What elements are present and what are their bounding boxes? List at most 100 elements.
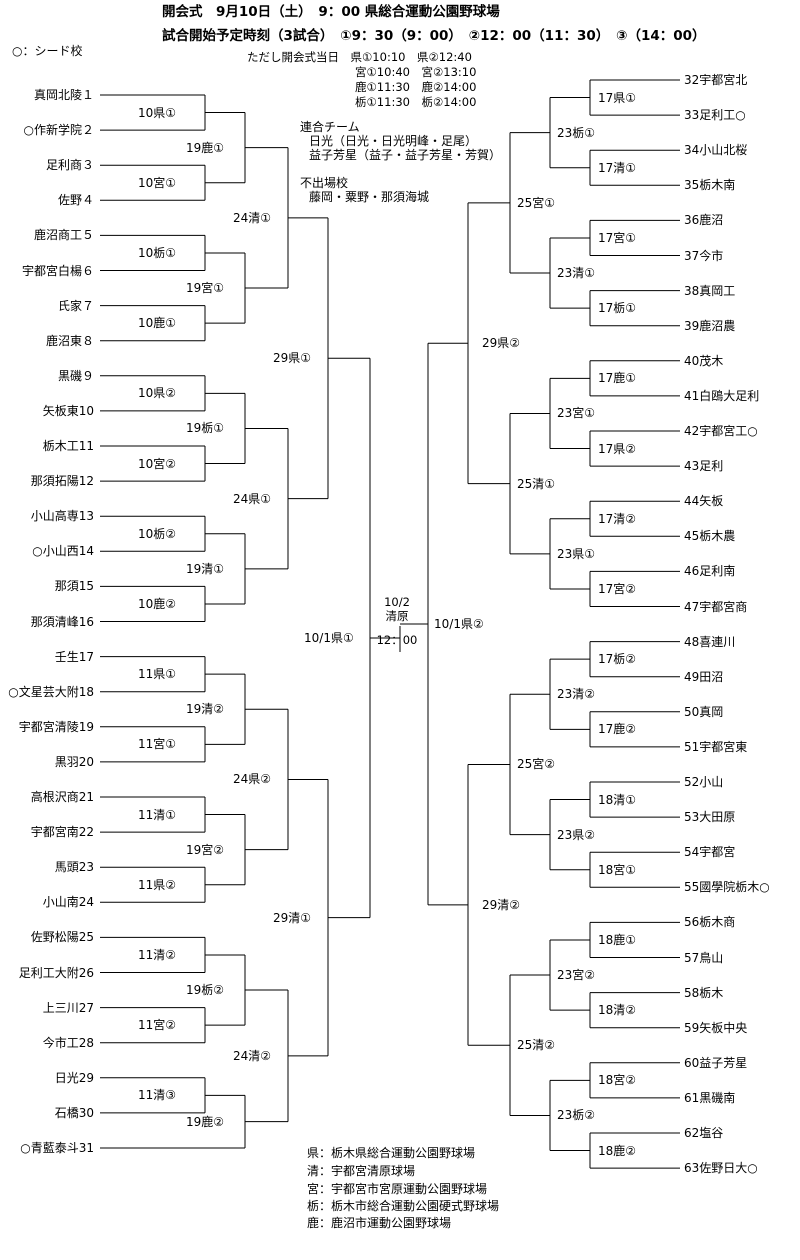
team-name: 黒羽20 <box>54 754 94 769</box>
game-label: 11県① <box>138 667 177 682</box>
team-name: 小山高専13 <box>30 509 94 524</box>
game-label: 18鹿① <box>598 932 637 947</box>
team-name: 那須15 <box>54 579 94 594</box>
team-name: 高根沢商21 <box>30 790 94 804</box>
game-label: 11県② <box>138 877 177 892</box>
team-name: 真岡北陵１ <box>33 88 94 102</box>
game-label: 18清① <box>598 792 637 807</box>
game-label: 25清② <box>517 1038 556 1053</box>
team-name: 馬頭23 <box>54 860 94 875</box>
game-label: 24県① <box>233 491 272 506</box>
team-name: 黒磯９ <box>57 368 94 383</box>
team-name: 佐野４ <box>57 193 94 208</box>
game-label: 10宮② <box>138 456 177 471</box>
team-name: ○青藍泰斗31 <box>20 1141 94 1155</box>
team-name: 55國學院栃木○ <box>684 880 770 895</box>
team-name: 42宇都宮工○ <box>684 424 758 438</box>
team-name: 矢板東10 <box>42 403 94 418</box>
team-name: 54宇都宮 <box>684 845 736 860</box>
game-label: 25清① <box>517 476 556 491</box>
game-label: 23宮② <box>557 968 596 983</box>
game-label: 10鹿① <box>138 316 177 331</box>
game-label: 19栃② <box>186 983 225 998</box>
game-label: 19鹿② <box>186 1114 225 1129</box>
game-label: 29清② <box>482 897 521 912</box>
game-label: 11清② <box>138 947 177 962</box>
team-name: 石橋30 <box>54 1105 94 1120</box>
game-label: 10栃① <box>138 245 177 260</box>
game-label: 17宮② <box>598 581 637 596</box>
team-name: 日光29 <box>54 1070 94 1085</box>
team-name: 56栃木商 <box>684 915 736 930</box>
team-name: 宇都宮清陵19 <box>18 719 94 734</box>
game-label: 10県① <box>138 105 177 120</box>
final-date: 10/2 <box>384 595 410 609</box>
team-name: 52小山 <box>684 775 724 789</box>
game-label: 23宮① <box>557 406 596 421</box>
game-label: 23県① <box>557 546 596 561</box>
game-label: 17清② <box>598 511 637 526</box>
team-name: 佐野松陽25 <box>30 930 94 945</box>
team-name: 38真岡工 <box>684 283 736 298</box>
game-label: 23県② <box>557 827 596 842</box>
opening-ceremony-line: 開会式 9月10日（土） 9：00 県総合運動公園野球場 <box>162 4 500 20</box>
game-label: 23栃② <box>557 1108 596 1123</box>
seed-note: ○：シード校 <box>12 44 83 58</box>
game-label: 19鹿① <box>186 140 225 155</box>
joint-team-line-1: 日光（日光・日光明峰・足尾） <box>309 134 478 148</box>
team-name: 53大田原 <box>684 810 736 825</box>
team-name: 那須拓陽12 <box>30 474 94 489</box>
game-label: 24県② <box>233 772 272 787</box>
game-label: 18宮② <box>598 1073 637 1088</box>
game-label: 10県② <box>138 386 177 401</box>
legend-item: 鹿：鹿沼市運動公園野球場 <box>307 1216 452 1230</box>
game-label: 11清③ <box>138 1088 177 1103</box>
team-name: 45栃木農 <box>684 529 736 544</box>
legend-item: 県：栃木県総合運動公園野球場 <box>307 1146 476 1160</box>
team-name: 41白鴎大足利 <box>684 388 760 403</box>
game-label: 18鹿② <box>598 1143 637 1158</box>
game-label: 29県① <box>273 351 312 366</box>
team-name: 44矢板 <box>684 494 724 509</box>
game-label: 17栃① <box>598 301 637 316</box>
team-name: 上三川27 <box>42 1000 94 1015</box>
game-label: 10栃② <box>138 526 177 541</box>
team-name: 60益子芳星 <box>684 1055 748 1070</box>
team-name: 37今市 <box>684 248 724 263</box>
game-label: 17清① <box>598 160 637 175</box>
team-name: 39鹿沼農 <box>684 318 736 333</box>
team-name: 宇都宮白楊６ <box>21 263 94 278</box>
final-venue: 清原 <box>385 609 409 623</box>
game-label: 19宮① <box>186 281 225 296</box>
joint-team-title: 連合チーム <box>300 120 360 134</box>
team-name: 58栃木 <box>684 985 724 1000</box>
game-label: 19栃① <box>186 421 225 436</box>
team-name: ○作新学院２ <box>23 123 94 138</box>
team-name: 栃木工11 <box>42 439 94 453</box>
team-name: 40茂木 <box>684 353 724 368</box>
game-label: 17県② <box>598 441 637 456</box>
game-label: 17栃② <box>598 652 637 667</box>
team-name: 34小山北桜 <box>684 143 748 158</box>
opening-day-note-1: ただし開会式当日 県①10:10 県②12:40 <box>247 50 472 64</box>
team-name: ○文星芸大附18 <box>8 684 94 699</box>
opening-day-note-3: 鹿①11:30 鹿②14:00 <box>355 80 477 94</box>
legend-item: 栃：栃木市総合運動公園硬式野球場 <box>307 1199 500 1213</box>
game-label: 25宮② <box>517 757 556 772</box>
start-times-line: 試合開始予定時刻（3試合） ①9：30（9：00） ②12：00（11：30） … <box>162 28 706 44</box>
team-name: 48喜連川 <box>684 634 736 649</box>
game-label: 29県② <box>482 336 521 351</box>
team-name: 46足利南 <box>684 564 736 579</box>
game-label: 17宮① <box>598 230 637 245</box>
team-name: 氏家７ <box>57 298 94 313</box>
team-name: 33足利工○ <box>684 108 746 123</box>
team-name: 57鳥山 <box>684 950 724 965</box>
team-name: 63佐野日大○ <box>684 1161 758 1176</box>
game-label: 19清① <box>186 561 225 576</box>
team-name: ○小山西14 <box>32 544 94 559</box>
team-name: 50真岡 <box>684 704 724 719</box>
game-label: 29清① <box>273 910 312 925</box>
joint-team-line-2: 益子芳星（益子・益子芳星・芳賀） <box>309 148 502 162</box>
team-name: 43足利 <box>684 459 724 474</box>
team-name: 足利商３ <box>45 158 94 173</box>
